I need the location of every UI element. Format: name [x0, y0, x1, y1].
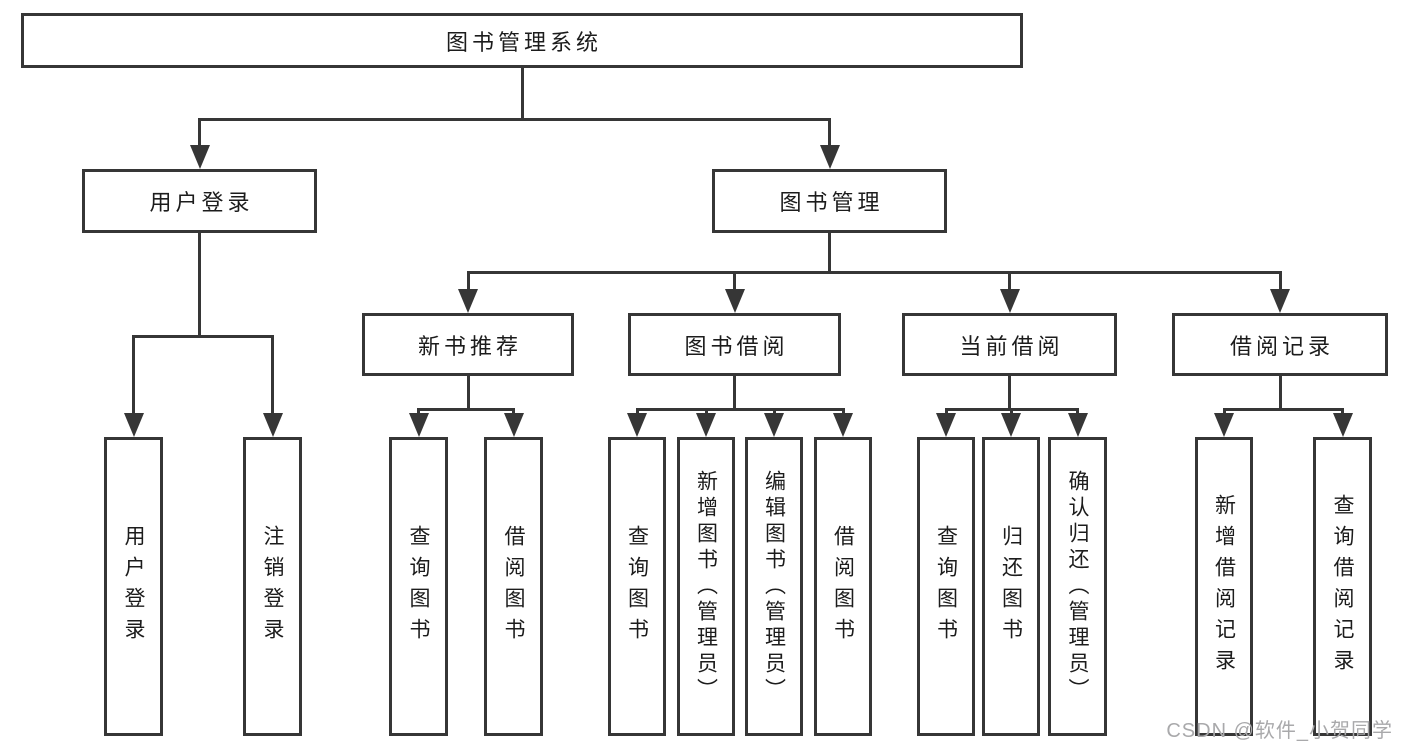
connector-line	[772, 408, 776, 416]
connector-line	[733, 271, 736, 291]
connector-rail	[417, 408, 515, 411]
leaf-label: 查询图书	[934, 524, 958, 649]
connector-line	[132, 335, 135, 415]
leaf-borrow-books-recommend: 借阅图书	[484, 437, 543, 736]
connector-line	[828, 233, 831, 271]
node-library-management-system: 图书管理系统	[21, 13, 1023, 68]
leaf-label: 注销登录	[261, 524, 284, 649]
connector-line	[1076, 408, 1079, 416]
connector-line	[271, 335, 274, 415]
leaf-label: 借阅图书	[831, 524, 855, 649]
connector-root-rail	[198, 118, 831, 121]
arrowhead-down	[1214, 413, 1234, 437]
connector-rail	[635, 408, 845, 411]
node-label: 当前借阅	[959, 333, 1064, 359]
arrowhead-down	[764, 413, 784, 437]
node-label: 借阅记录	[1229, 333, 1334, 359]
arrowhead-down	[724, 289, 745, 313]
connector-line	[1008, 376, 1011, 408]
leaf-return-books: 归还图书	[982, 437, 1040, 736]
node-label: 新书推荐	[417, 333, 522, 359]
leaf-add-books-admin: 新增图书（管理员）	[677, 437, 735, 736]
leaf-label: 查询图书	[625, 524, 649, 649]
leaf-logout: 注销登录	[243, 437, 302, 736]
node-book-borrowing: 图书借阅	[628, 313, 841, 376]
connector-line	[466, 271, 470, 291]
node-label: 图书管理系统	[445, 29, 602, 55]
leaf-label: 确认归还（管理员）	[1066, 469, 1089, 704]
arrowhead-down	[999, 289, 1020, 313]
node-label: 图书借阅	[684, 333, 789, 359]
connector-line	[841, 408, 845, 416]
leaf-label: 查询图书	[407, 524, 430, 649]
connector-line	[198, 118, 201, 148]
connector-line	[733, 376, 736, 408]
arrowhead-down	[458, 289, 478, 313]
leaf-label: 借阅图书	[502, 524, 525, 649]
connector-line	[466, 376, 470, 408]
connector-line	[1278, 271, 1282, 291]
arrowhead-down	[819, 145, 840, 169]
connector-line	[512, 408, 515, 416]
node-new-book-recommendation: 新书推荐	[362, 313, 574, 376]
node-label: 图书管理	[779, 190, 884, 215]
connector-line	[1009, 408, 1013, 416]
arrowhead-down	[123, 413, 144, 437]
arrowhead-down	[1001, 413, 1021, 437]
leaf-query-books-current: 查询图书	[917, 437, 975, 736]
leaf-label: 用户登录	[122, 524, 145, 649]
arrowhead-down	[696, 413, 716, 437]
leaf-label: 归还图书	[999, 524, 1023, 649]
leaf-add-borrow-record: 新增借阅记录	[1195, 437, 1253, 736]
connector-line	[198, 233, 201, 335]
leaf-label: 查询借阅记录	[1331, 493, 1354, 680]
connector-line	[417, 408, 420, 416]
arrowhead-down	[627, 413, 647, 437]
leaf-edit-books-admin: 编辑图书（管理员）	[745, 437, 803, 736]
leaf-query-borrow-record: 查询借阅记录	[1313, 437, 1372, 736]
connector-line	[704, 408, 708, 416]
leaf-label: 编辑图书（管理员）	[762, 469, 786, 704]
connector-line	[944, 408, 948, 416]
arrowhead-down	[936, 413, 956, 437]
arrowhead-down	[1270, 289, 1290, 313]
csdn-watermark: CSDN @软件_小贺同学	[1166, 720, 1393, 742]
connector-line	[828, 118, 831, 148]
arrowhead-down	[1332, 413, 1353, 437]
node-borrowing-records: 借阅记录	[1172, 313, 1388, 376]
arrowhead-down	[262, 413, 283, 437]
node-book-management: 图书管理	[712, 169, 947, 233]
arrowhead-down	[408, 413, 429, 437]
connector-rail	[132, 335, 274, 338]
connector-line	[1008, 271, 1011, 291]
connector-line	[635, 408, 639, 416]
leaf-label: 新增借阅记录	[1212, 493, 1236, 680]
connector-root-stub	[520, 68, 524, 118]
leaf-query-books-recommend: 查询图书	[389, 437, 448, 736]
leaf-label: 新增图书（管理员）	[694, 469, 718, 704]
leaf-user-login: 用户登录	[104, 437, 163, 736]
leaf-confirm-return-admin: 确认归还（管理员）	[1048, 437, 1107, 736]
arrowhead-down	[189, 145, 210, 169]
connector-line	[1222, 408, 1226, 416]
connector-line	[1341, 408, 1344, 416]
arrowhead-down	[503, 413, 524, 437]
arrowhead-down	[833, 413, 853, 437]
arrowhead-down	[1067, 413, 1088, 437]
connector-line	[1278, 376, 1282, 408]
connector-rail	[466, 271, 1282, 274]
node-label: 用户登录	[149, 190, 254, 215]
leaf-borrow-books: 借阅图书	[814, 437, 872, 736]
connector-rail	[1222, 408, 1344, 411]
leaf-query-books-borrow: 查询图书	[608, 437, 666, 736]
node-current-borrowing: 当前借阅	[902, 313, 1117, 376]
node-user-login: 用户登录	[82, 169, 317, 233]
